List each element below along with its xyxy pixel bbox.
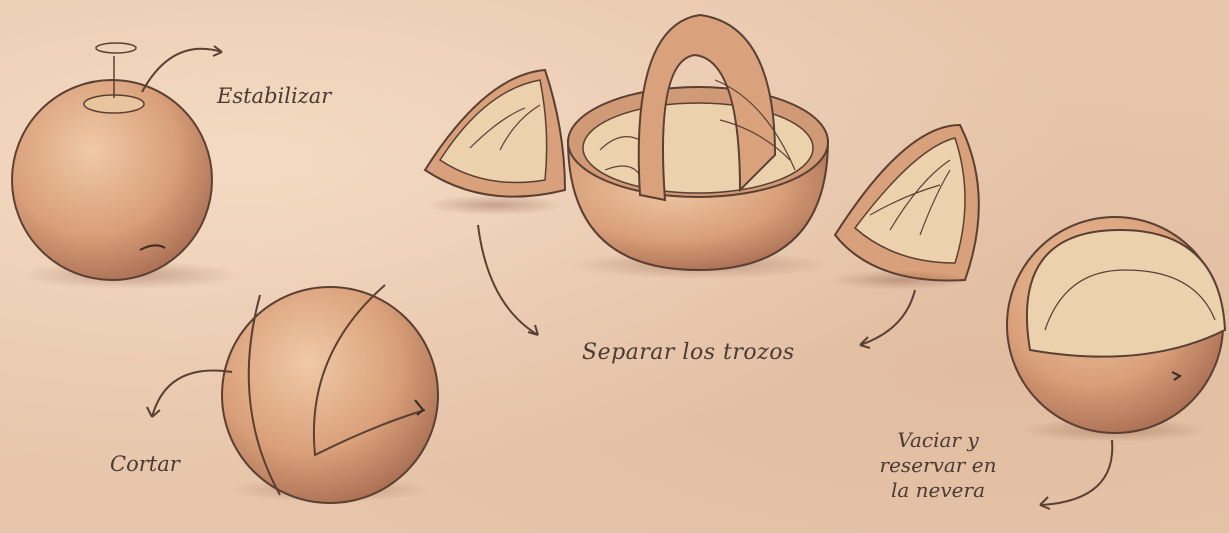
label-vaciar-line1: Vaciar y — [858, 428, 1018, 453]
label-vaciar-line2: reservar en — [858, 453, 1018, 478]
label-cortar: Cortar — [110, 452, 180, 476]
orange-wedge-left — [425, 70, 565, 335]
label-vaciar-line3: la nevera — [858, 478, 1018, 503]
orange-whole — [12, 43, 240, 289]
orange-basket — [568, 15, 830, 279]
label-estabilizar: Estabilizar — [217, 84, 331, 108]
orange-cut — [147, 285, 438, 503]
orange-hollow — [1007, 217, 1225, 509]
label-vaciar: Vaciar y reservar en la nevera — [858, 428, 1018, 503]
label-separar: Separar los trozos — [582, 340, 795, 365]
orange-wedge-right — [830, 125, 979, 348]
